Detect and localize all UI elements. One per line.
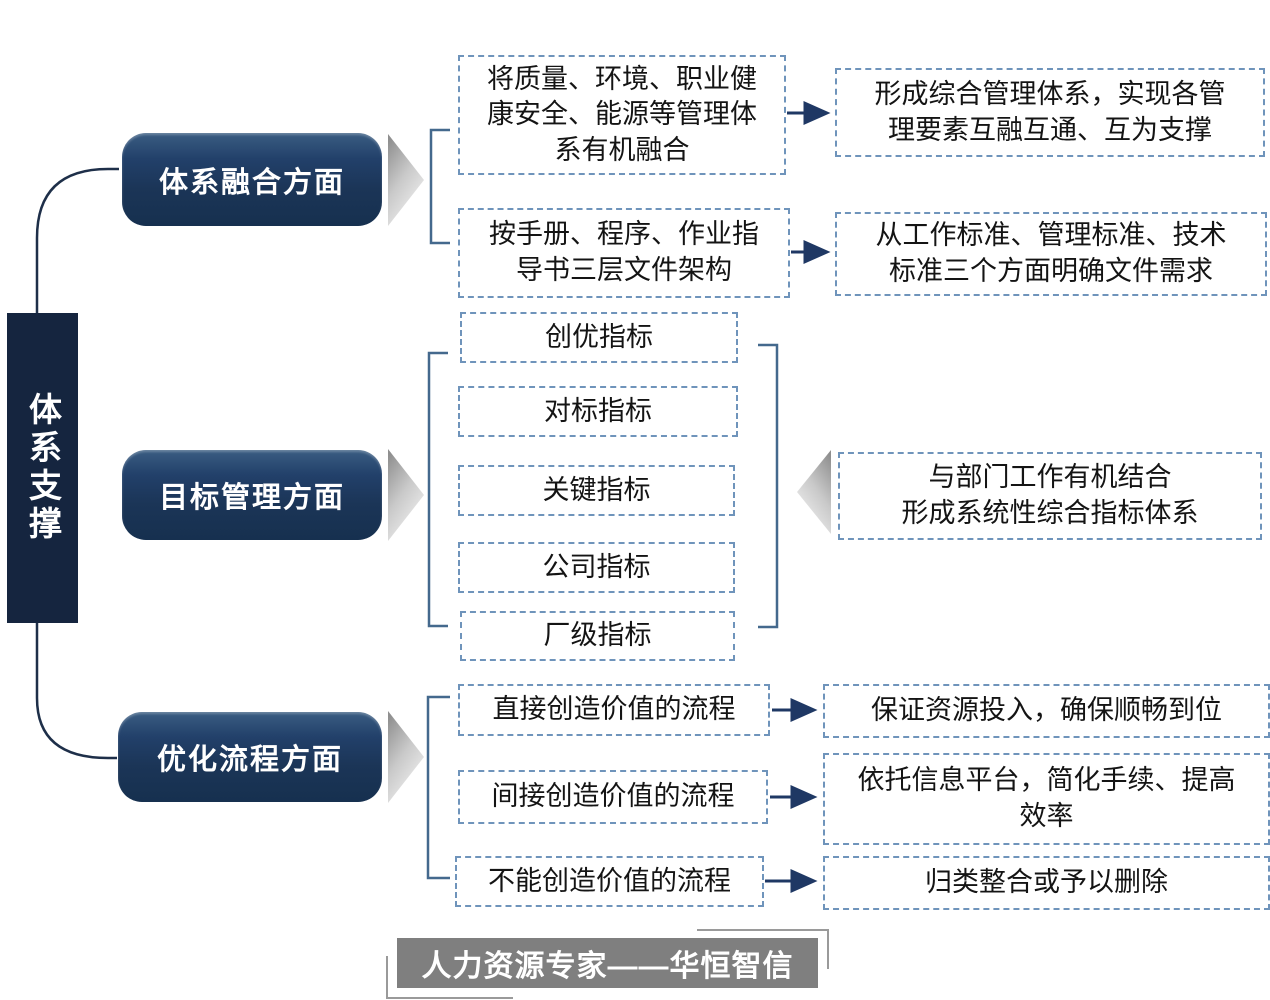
- branch-label: 目标管理方面: [158, 482, 345, 514]
- integration-item-1: 将质量、环境、职业健 康安全、能源等管理体 系有机融合: [458, 55, 786, 175]
- process-item-3: 不能创造价值的流程: [455, 856, 764, 907]
- goals-result: 与部门工作有机结合 形成系统性综合指标体系: [838, 452, 1262, 540]
- process-result-3: 归类整合或予以删除: [823, 856, 1270, 910]
- indicator-box-1: 创优指标: [460, 312, 738, 363]
- footer-frame-top-right: [697, 929, 829, 969]
- indicator-box-3: 关键指标: [458, 465, 735, 516]
- process-item-1: 直接创造价值的流程: [458, 684, 770, 736]
- process-item-2: 间接创造价值的流程: [458, 770, 768, 824]
- root-to-branch1-connector: [35, 167, 119, 313]
- branch-node-process: 优化流程方面: [118, 712, 382, 802]
- branch2-left-bracket: [427, 351, 448, 628]
- integration-item-2: 按手册、程序、作业指 导书三层文件架构: [458, 208, 790, 298]
- indicator-box-4: 公司指标: [458, 542, 735, 593]
- branch1-bracket: [429, 128, 450, 245]
- root-label: 体系支撑: [24, 392, 62, 544]
- indicator-box-5: 厂级指标: [460, 611, 735, 661]
- root-to-branch3-connector: [35, 623, 117, 760]
- footer-frame-bottom-left: [386, 956, 513, 999]
- branch-node-integration: 体系融合方面: [122, 133, 382, 226]
- branch-label: 优化流程方面: [156, 744, 343, 776]
- root-node: 体系支撑: [7, 313, 78, 623]
- branch-node-goals: 目标管理方面: [122, 450, 382, 540]
- indicator-box-2: 对标指标: [458, 386, 738, 437]
- integration-result-2: 从工作标准、管理标准、技术 标准三个方面明确文件需求: [835, 212, 1267, 296]
- footer-banner: 人力资源专家——华恒智信: [397, 938, 818, 988]
- branch-label: 体系融合方面: [158, 166, 345, 199]
- process-result-1: 保证资源投入，确保顺畅到位: [823, 684, 1270, 738]
- branch3-bracket: [426, 695, 450, 880]
- process-result-2: 依托信息平台，简化手续、提高 效率: [823, 753, 1270, 845]
- branch2-right-bracket: [758, 343, 779, 629]
- integration-result-1: 形成综合管理体系，实现各管 理要素互融互通、互为支撑: [835, 68, 1265, 157]
